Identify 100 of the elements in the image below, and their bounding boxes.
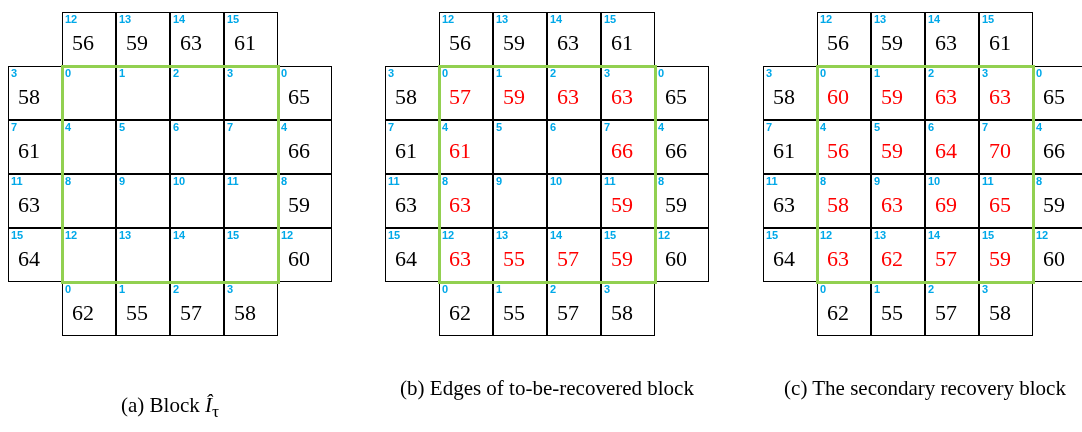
cell-value: 63 bbox=[557, 84, 579, 110]
cell-index: 1 bbox=[874, 283, 881, 295]
cell-value: 60 bbox=[827, 84, 849, 110]
grid-cell bbox=[871, 174, 925, 228]
cell-index: 1 bbox=[496, 283, 503, 295]
cell-value: 59 bbox=[989, 246, 1011, 272]
grid-cell bbox=[62, 66, 116, 120]
cell-value: 61 bbox=[395, 138, 417, 164]
cell-value: 55 bbox=[881, 300, 903, 326]
cell-index: 8 bbox=[442, 175, 449, 187]
cell-index: 12 bbox=[442, 229, 455, 241]
cell-index: 13 bbox=[874, 13, 887, 25]
grid-cell bbox=[116, 66, 170, 120]
caption: (a) Block Î$_{τ}$ bbox=[120, 392, 220, 424]
cell-index: 1 bbox=[874, 67, 881, 79]
grid-cell bbox=[439, 66, 493, 120]
cell-value: 64 bbox=[935, 138, 957, 164]
cell-index: 3 bbox=[982, 283, 989, 295]
cell-value: 58 bbox=[773, 84, 795, 110]
cell-value: 59 bbox=[881, 84, 903, 110]
cell-index: 14 bbox=[173, 13, 186, 25]
grid-cell bbox=[763, 174, 817, 228]
cell-value: 61 bbox=[234, 30, 256, 56]
grid-cell bbox=[8, 66, 62, 120]
cell-index: 6 bbox=[928, 121, 935, 133]
cell-value: 59 bbox=[503, 30, 525, 56]
cell-value: 61 bbox=[611, 30, 633, 56]
grid-cell bbox=[62, 282, 116, 336]
cell-value: 58 bbox=[827, 192, 849, 218]
grid-cell bbox=[278, 228, 332, 282]
cell-value: 62 bbox=[827, 300, 849, 326]
cell-index: 15 bbox=[227, 229, 240, 241]
grid-cell bbox=[547, 66, 601, 120]
grid-cell bbox=[979, 228, 1033, 282]
cell-index: 9 bbox=[119, 175, 126, 187]
grid-cell bbox=[170, 12, 224, 66]
cell-index: 0 bbox=[820, 283, 827, 295]
cell-value: 60 bbox=[665, 246, 687, 272]
caption: (b) Edges of to-be-recovered block bbox=[399, 375, 695, 402]
cell-index: 4 bbox=[281, 121, 288, 133]
cell-index: 15 bbox=[604, 13, 617, 25]
cell-value: 56 bbox=[72, 30, 94, 56]
grid-cell bbox=[224, 174, 278, 228]
cell-value: 57 bbox=[935, 246, 957, 272]
cell-index: 0 bbox=[658, 67, 665, 79]
grid-cell bbox=[871, 228, 925, 282]
cell-index: 3 bbox=[227, 283, 234, 295]
grid-cell bbox=[817, 120, 871, 174]
cell-index: 7 bbox=[388, 121, 395, 133]
cell-value: 66 bbox=[288, 138, 310, 164]
grid-cell bbox=[224, 228, 278, 282]
grid-cell bbox=[655, 174, 709, 228]
grid-cell bbox=[224, 282, 278, 336]
cell-value: 57 bbox=[557, 246, 579, 272]
block-outline bbox=[439, 66, 655, 282]
grid-cell bbox=[62, 120, 116, 174]
grid-cell bbox=[1033, 228, 1082, 282]
cell-value: 58 bbox=[18, 84, 40, 110]
cell-value: 65 bbox=[665, 84, 687, 110]
cell-index: 2 bbox=[928, 67, 935, 79]
cell-value: 59 bbox=[881, 30, 903, 56]
cell-value: 59 bbox=[611, 192, 633, 218]
grid-cell bbox=[547, 120, 601, 174]
cell-value: 63 bbox=[989, 84, 1011, 110]
cell-index: 11 bbox=[604, 175, 616, 187]
grid-cell bbox=[601, 120, 655, 174]
cell-value: 59 bbox=[611, 246, 633, 272]
cell-value: 55 bbox=[503, 246, 525, 272]
cell-value: 62 bbox=[881, 246, 903, 272]
cell-value: 56 bbox=[827, 138, 849, 164]
grid-cell bbox=[439, 120, 493, 174]
grid-cell bbox=[979, 12, 1033, 66]
cell-value: 65 bbox=[288, 84, 310, 110]
cell-index: 0 bbox=[281, 67, 288, 79]
cell-index: 6 bbox=[550, 121, 557, 133]
grid-cell bbox=[8, 120, 62, 174]
cell-index: 12 bbox=[1036, 229, 1049, 241]
grid-cell bbox=[601, 174, 655, 228]
cell-value: 57 bbox=[180, 300, 202, 326]
grid-cell bbox=[62, 12, 116, 66]
cell-value: 61 bbox=[989, 30, 1011, 56]
grid-cell bbox=[439, 12, 493, 66]
grid-cell bbox=[439, 174, 493, 228]
cell-value: 65 bbox=[989, 192, 1011, 218]
cell-index: 7 bbox=[982, 121, 989, 133]
grid-cell bbox=[278, 174, 332, 228]
cell-value: 56 bbox=[449, 30, 471, 56]
cell-index: 8 bbox=[820, 175, 827, 187]
cell-index: 4 bbox=[820, 121, 827, 133]
block-outline bbox=[62, 66, 278, 282]
cell-index: 13 bbox=[119, 13, 132, 25]
cell-value: 63 bbox=[18, 192, 40, 218]
cell-index: 6 bbox=[173, 121, 180, 133]
cell-index: 9 bbox=[874, 175, 881, 187]
grid-cell bbox=[62, 228, 116, 282]
cell-index: 14 bbox=[928, 13, 941, 25]
grid-cell bbox=[170, 282, 224, 336]
cell-index: 12 bbox=[65, 229, 78, 241]
cell-value: 59 bbox=[288, 192, 310, 218]
cell-index: 12 bbox=[281, 229, 294, 241]
